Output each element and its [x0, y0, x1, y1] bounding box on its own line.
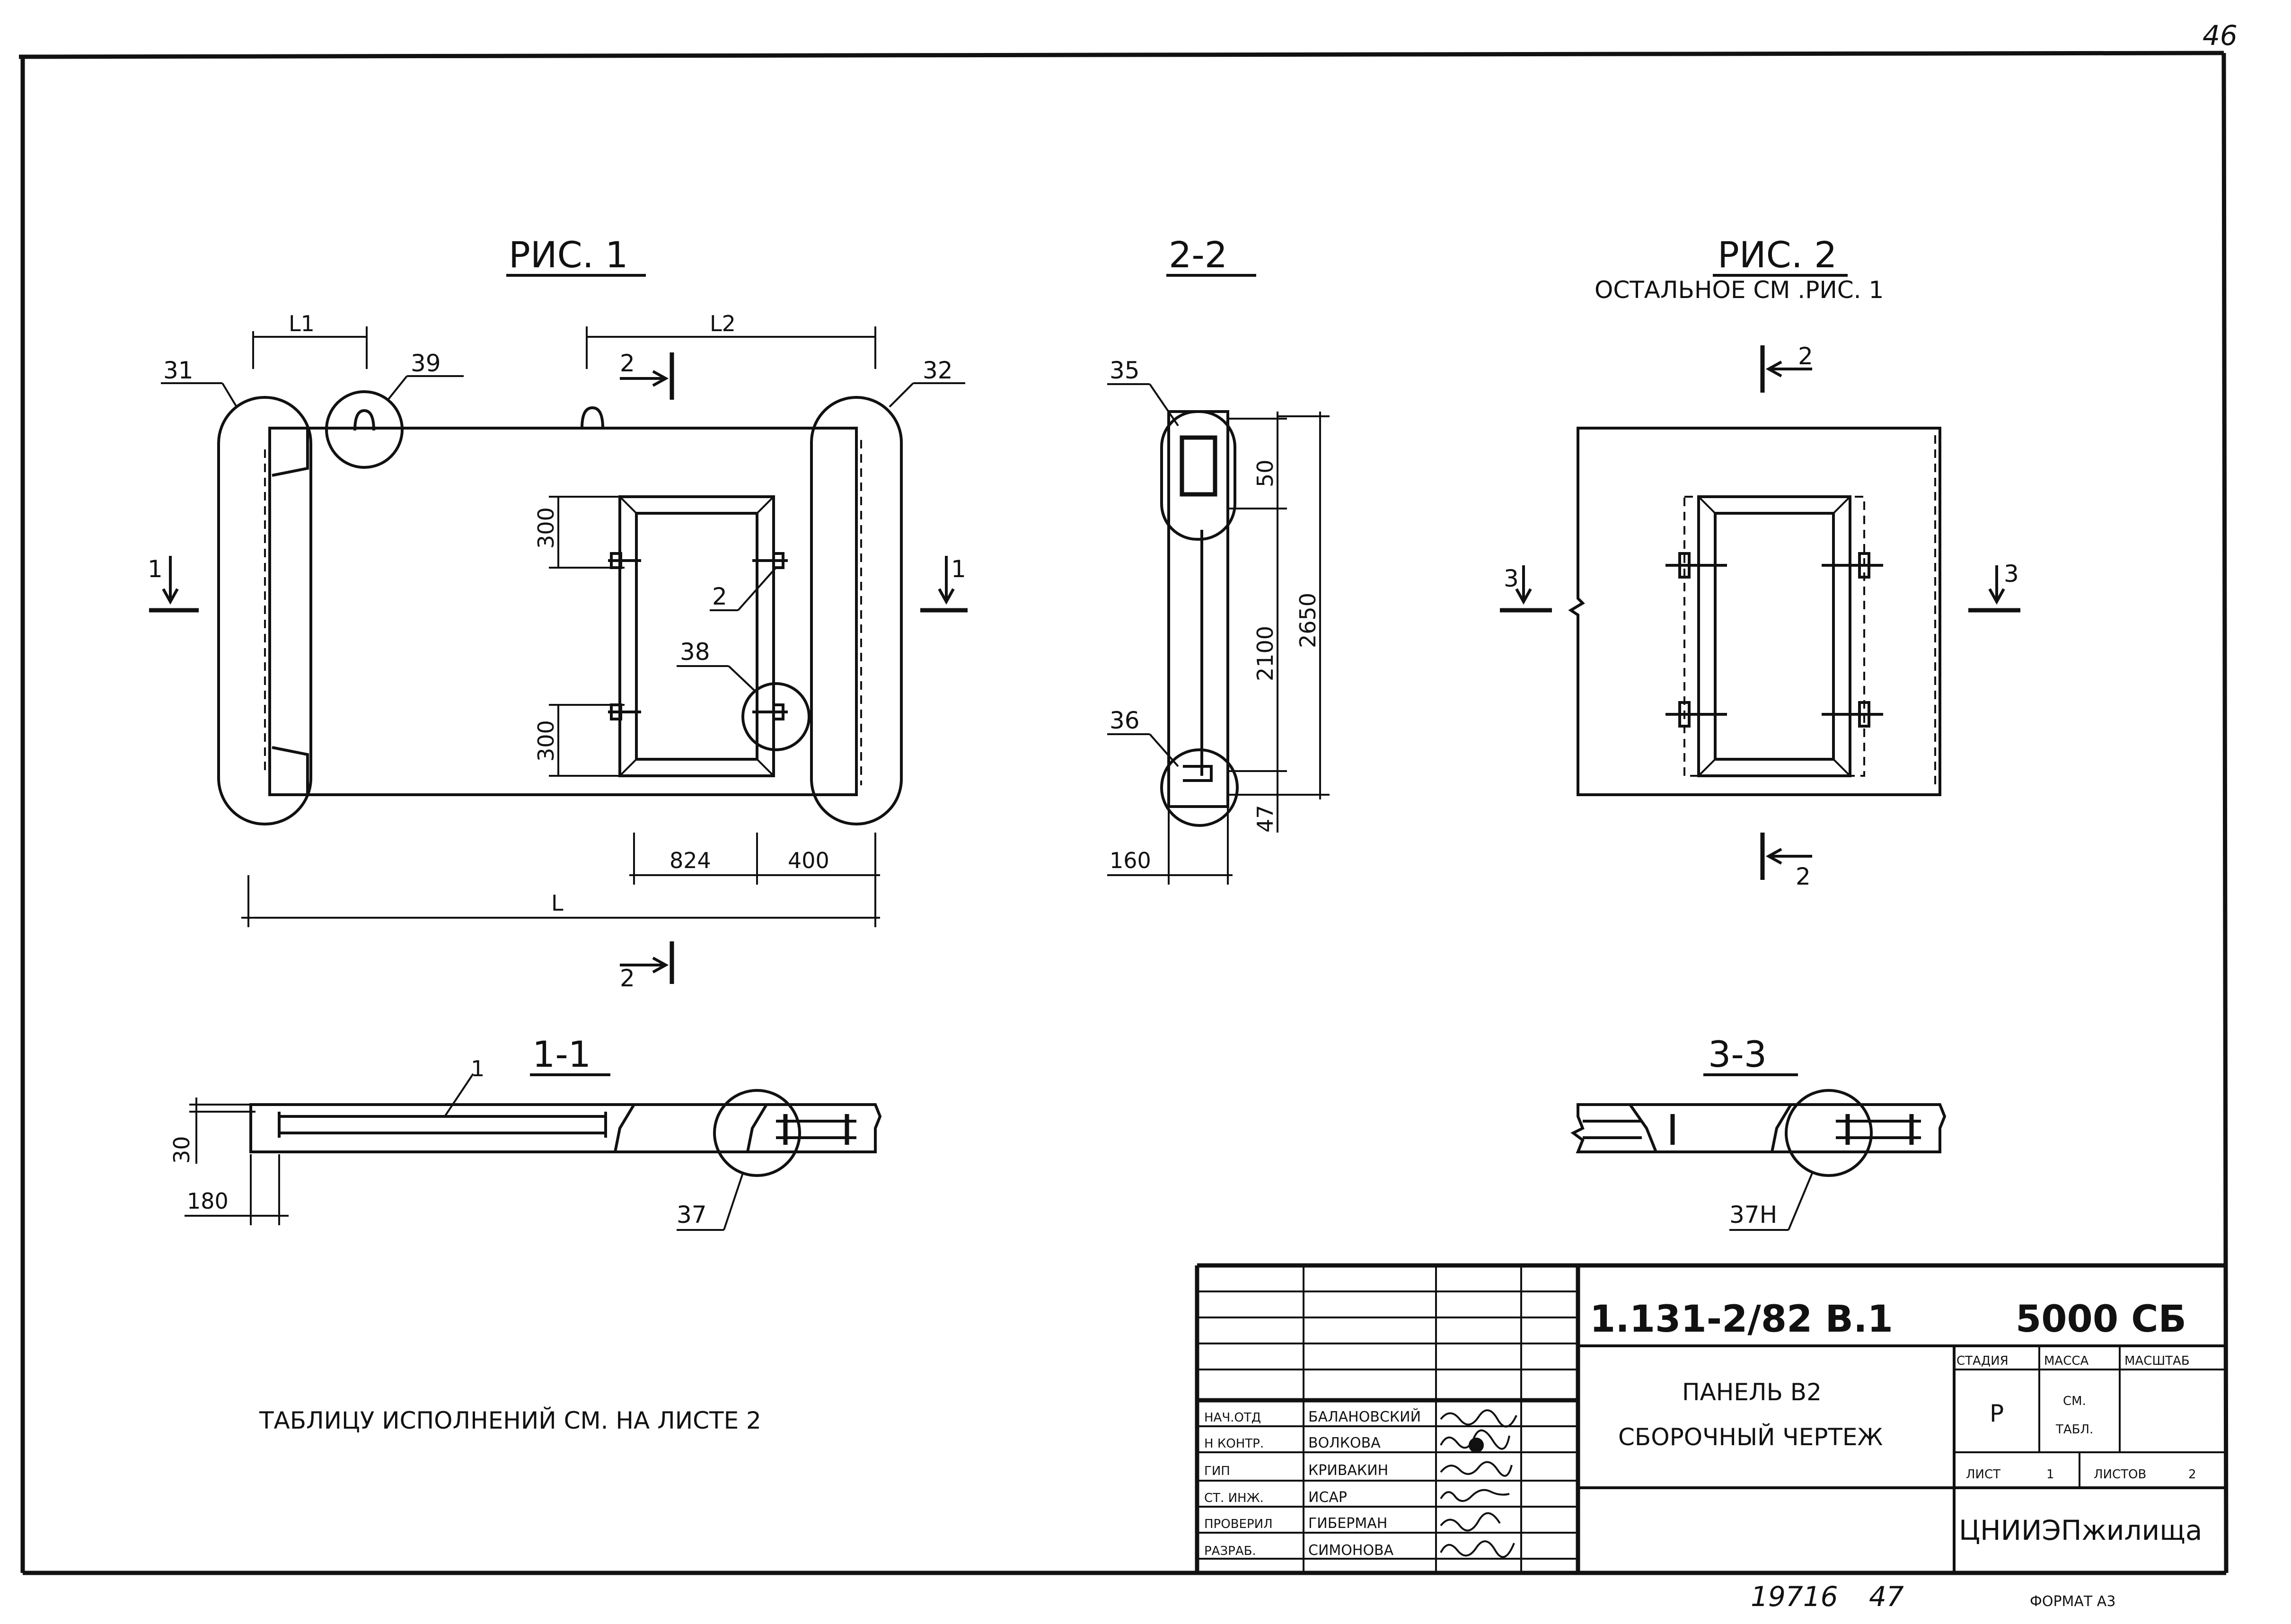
detail-36-circle	[1160, 748, 1239, 827]
panel-outline	[268, 427, 858, 796]
handwritten-signatures	[1440, 1409, 1517, 1558]
dim-300-bottom: 300	[533, 720, 559, 762]
sheets-label: ЛИСТОВ	[2094, 1467, 2146, 1482]
callout-37: 37	[677, 1201, 707, 1229]
page-number: 46	[2203, 19, 2238, 52]
inventory-suffix: 47	[1869, 1580, 1904, 1613]
dim-160: 160	[1110, 848, 1151, 873]
sig-role-0: НАЧ.ОТД	[1204, 1411, 1261, 1425]
sig-role-3: СТ. ИНЖ.	[1204, 1491, 1264, 1505]
fig2-subtitle: ОСТАЛЬНОЕ СМ .РИС. 1	[1595, 276, 1884, 304]
callout-38: 38	[680, 638, 710, 666]
section11-body	[249, 1103, 882, 1153]
detail-35-oval	[1160, 410, 1236, 541]
tables-note: ТАБЛИЦУ ИСПОЛНЕНИЙ СМ. НА ЛИСТЕ 2	[259, 1406, 761, 1434]
detail-32-oval	[810, 396, 903, 825]
callout-37h: 37Н	[1729, 1201, 1777, 1229]
mass-value-2: ТАБЛ.	[2055, 1422, 2093, 1437]
dim-47: 47	[1252, 805, 1278, 833]
section-2-2: 2-2 35 36 50 2100 2650 47 160	[1107, 234, 1330, 885]
figure-2: РИС. 2 ОСТАЛЬНОЕ СМ .РИС. 1 2 2 3	[1500, 234, 2020, 890]
callout-32: 32	[923, 357, 953, 384]
mass-value-1: СМ.	[2063, 1394, 2086, 1408]
sig-role-5: РАЗРАБ.	[1204, 1544, 1256, 1558]
section-mark-2-bottom: 2	[620, 965, 635, 992]
section33-title: 3-3	[1708, 1033, 1767, 1075]
sig-name-4: ГИБЕРМАН	[1308, 1515, 1387, 1532]
sig-name-2: КРИВАКИН	[1308, 1462, 1388, 1479]
callout-35: 35	[1110, 357, 1140, 384]
section-mark-3-right: 3	[2004, 560, 2019, 588]
dim-30: 30	[169, 1136, 194, 1164]
sig-name-1: ВОЛКОВА	[1308, 1435, 1381, 1451]
fig2-section-mark-2-bottom: 2	[1796, 863, 1811, 890]
sig-name-3: ИСАР	[1308, 1489, 1347, 1506]
dim-400: 400	[788, 848, 829, 873]
sig-role-4: ПРОВЕРИЛ	[1204, 1517, 1273, 1531]
dim-824: 824	[670, 848, 711, 873]
lifting-loop	[581, 406, 604, 429]
detail-38-circle	[741, 682, 811, 751]
drawing-name-line2: СБОРОЧНЫЙ ЧЕРТЕЖ	[1618, 1423, 1883, 1451]
fig2-panel-outline	[1568, 427, 1941, 796]
dim-l2: L2	[710, 311, 736, 336]
detail-37-circle	[713, 1089, 801, 1177]
dim-2100: 2100	[1252, 626, 1278, 681]
section-mark-2-top: 2	[620, 350, 635, 377]
figure-1: РИС. 1 L1	[148, 234, 968, 992]
section-1-1: 1-1 1 37 30 180	[169, 1033, 882, 1231]
stage-value: Р	[1990, 1400, 2004, 1427]
doc-code: 1.131-2/82 В.1	[1590, 1298, 1893, 1341]
title-block: НАЧ.ОТД БАЛАНОВСКИЙ Н КОНТР. ВОЛКОВА ГИП…	[1195, 1263, 2226, 1573]
inventory-number: 19716	[1751, 1580, 1838, 1613]
fig2-opening-outer	[1697, 495, 1851, 777]
sig-role-2: ГИП	[1204, 1464, 1230, 1478]
dim-l: L	[551, 890, 564, 916]
dim-300-top: 300	[533, 507, 559, 549]
fig2-title: РИС. 2	[1718, 234, 1837, 276]
drawing-name-line1: ПАНЕЛЬ В2	[1682, 1378, 1822, 1406]
callout-31: 31	[163, 357, 194, 384]
dim-2650: 2650	[1295, 593, 1321, 648]
door-opening-inner	[635, 512, 758, 761]
fig2-section-mark-2-top: 2	[1798, 342, 1813, 370]
callout-39: 39	[411, 350, 441, 377]
callout-36: 36	[1110, 707, 1140, 734]
col-mass: МАССА	[2044, 1354, 2089, 1368]
section22-title: 2-2	[1169, 234, 1227, 276]
sheets-value: 2	[2188, 1467, 2196, 1482]
section22-body	[1167, 410, 1229, 808]
sheet-frame: 46	[18, 19, 2238, 1575]
section-mark-3-left: 3	[1504, 565, 1519, 592]
fig2-opening-inner	[1714, 512, 1835, 761]
col-stage: СТАДИЯ	[1956, 1354, 2009, 1368]
sig-name-0: БАЛАНОВСКИЙ	[1308, 1408, 1421, 1425]
organization: ЦНИИЭПжилища	[1959, 1514, 2202, 1546]
dim-l1: L1	[289, 311, 315, 336]
col-scale: МАСШТАБ	[2124, 1354, 2190, 1368]
door-opening-outer	[618, 495, 775, 777]
section-mark-1-left: 1	[148, 555, 163, 583]
paper-format: ФОРМАТ А3	[2030, 1593, 2115, 1610]
detail-39-circle	[325, 390, 404, 469]
detail-37h-circle	[1785, 1089, 1873, 1177]
section33-body	[1570, 1103, 1947, 1153]
section-3-3: 3-3 37Н	[1570, 1033, 1947, 1231]
callout-1: 1	[471, 1056, 485, 1081]
fig1-title: РИС. 1	[509, 234, 628, 276]
sig-role-1: Н КОНТР.	[1204, 1437, 1264, 1451]
section11-title: 1-1	[532, 1033, 591, 1075]
sheet-value: 1	[2046, 1467, 2054, 1482]
detail-31-oval	[217, 396, 312, 825]
callout-2: 2	[712, 583, 727, 610]
sheet-code: 5000 СБ	[2016, 1298, 2186, 1341]
dim-50: 50	[1252, 459, 1278, 487]
section-mark-1-right: 1	[951, 555, 966, 583]
dim-180: 180	[187, 1188, 229, 1214]
sheet-label: ЛИСТ	[1966, 1467, 2000, 1482]
sig-name-5: СИМОНОВА	[1308, 1542, 1394, 1559]
